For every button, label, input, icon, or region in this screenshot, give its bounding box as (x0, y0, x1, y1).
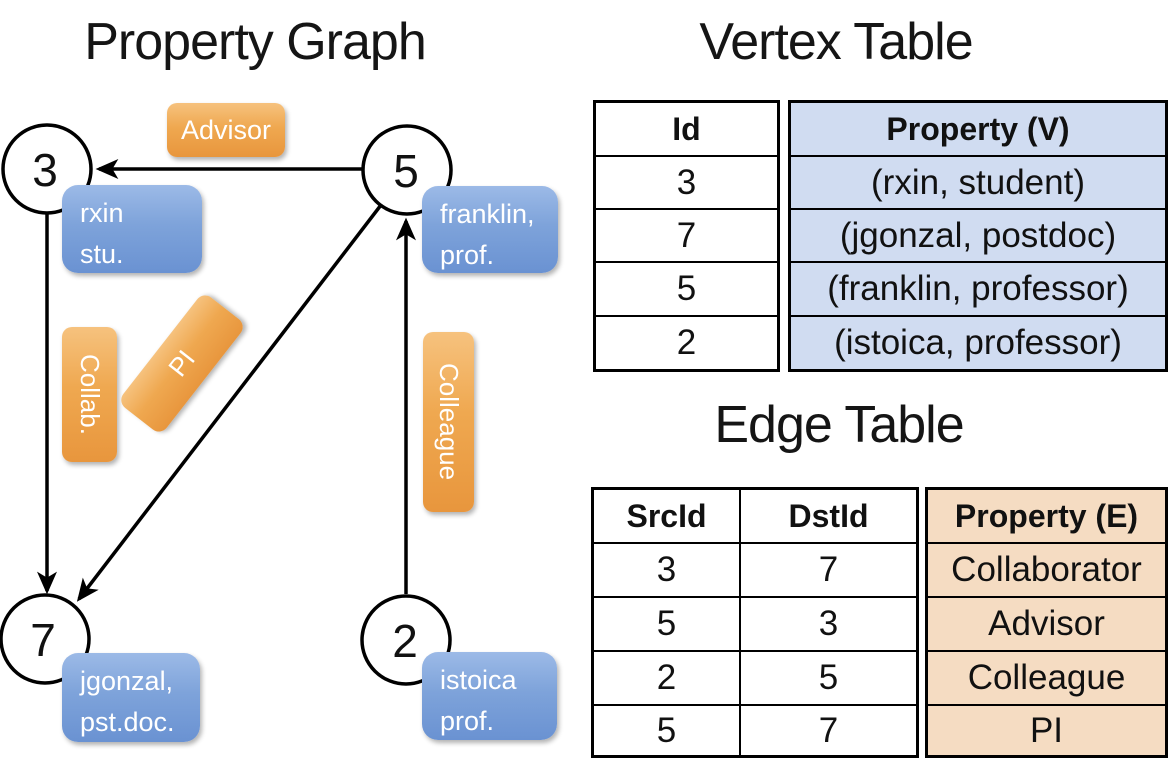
edge-table-src-cell: 5 (594, 706, 741, 755)
node-id-2: 2 (392, 615, 418, 667)
vertex-table-id-column: Id 3 7 5 2 (593, 100, 780, 372)
vertex-label-line: pst.doc. (80, 707, 175, 737)
vertex-table-id-cell: 3 (596, 157, 777, 210)
edge-label-text: Advisor (180, 114, 272, 145)
edge-table-src-cell: 3 (594, 544, 741, 598)
edge-label-advisor: Advisor (167, 103, 285, 157)
property-graph-title: Property Graph (84, 13, 426, 71)
edge-label-text: PI (162, 344, 201, 383)
edge-5-to-7 (76, 203, 383, 602)
vertex-table-id-cell: 5 (596, 263, 777, 317)
edge-table-property-cell: Collaborator (928, 544, 1165, 598)
edge-table-dst-cell: 3 (741, 598, 916, 652)
edge-table-dst-cell: 5 (741, 652, 916, 706)
vertex-label-line: prof. (440, 240, 495, 270)
edge-table-property-cell: Advisor (928, 598, 1165, 652)
vertex-label-line: istoica (440, 665, 517, 695)
vertex-table-property-cell: (istoica, professor) (834, 323, 1122, 362)
edge-table-src-cell: 5 (594, 598, 741, 652)
node-id-5: 5 (393, 145, 419, 197)
edge-label-colleague: Colleague (423, 332, 474, 512)
vertex-table-header-id: Id (596, 103, 777, 157)
vertex-label-line: franklin, (440, 199, 535, 229)
vertex-table-id-cell: 2 (676, 323, 697, 362)
vertex-label-franklin: franklin, prof. (422, 186, 558, 273)
edge-table-header-property: Property (E) (928, 490, 1165, 544)
edge-table-dst-cell: 7 (741, 544, 916, 598)
vertex-table-property-cell: (rxin, student) (791, 157, 1165, 210)
vertex-label-line: rxin (80, 198, 124, 228)
edge-label-collab: Collab. (62, 327, 117, 462)
edge-table-dst-cell: 7 (818, 710, 839, 750)
vertex-label-istoica: istoica prof. (422, 652, 557, 740)
edge-label-text: Colleague (434, 363, 464, 481)
vertex-table-property-cell: (franklin, professor) (791, 263, 1165, 317)
vertex-label-line: stu. (80, 239, 124, 269)
graph-node-ids: 3 5 7 2 (30, 144, 419, 667)
edge-table-header-dstid: DstId (741, 490, 916, 544)
node-id-7: 7 (30, 614, 56, 666)
edge-table-title: Edge Table (714, 396, 964, 454)
vertex-table-property-column: Property (V) (rxin, student) (jgonzal, p… (788, 100, 1168, 372)
vertex-table-header-property: Property (V) (791, 103, 1165, 157)
edge-table-src-cell: 2 (594, 652, 741, 706)
vertex-label-rxin: rxin stu. (62, 185, 202, 273)
edge-table-property-column: Property (E) Collaborator Advisor Collea… (925, 487, 1168, 758)
edge-table-property-cell: PI (1029, 710, 1064, 750)
vertex-label-line: prof. (440, 706, 495, 736)
edge-table-id-columns: SrcId DstId 3 7 5 3 2 5 5 7 (591, 487, 919, 758)
vertex-label-jgonzal: jgonzal, pst.doc. (62, 653, 200, 742)
edge-label-text: Collab. (75, 354, 105, 435)
graph-edges (36, 158, 417, 602)
edge-table-header-srcid: SrcId (594, 490, 741, 544)
edge-table-property-cell: Colleague (928, 652, 1165, 706)
vertex-label-line: jgonzal, (80, 666, 174, 696)
vertex-table-property-cell: (jgonzal, postdoc) (791, 210, 1165, 263)
node-id-3: 3 (32, 144, 58, 196)
vertex-table-id-cell: 7 (596, 210, 777, 263)
vertex-table-title: Vertex Table (699, 13, 973, 71)
